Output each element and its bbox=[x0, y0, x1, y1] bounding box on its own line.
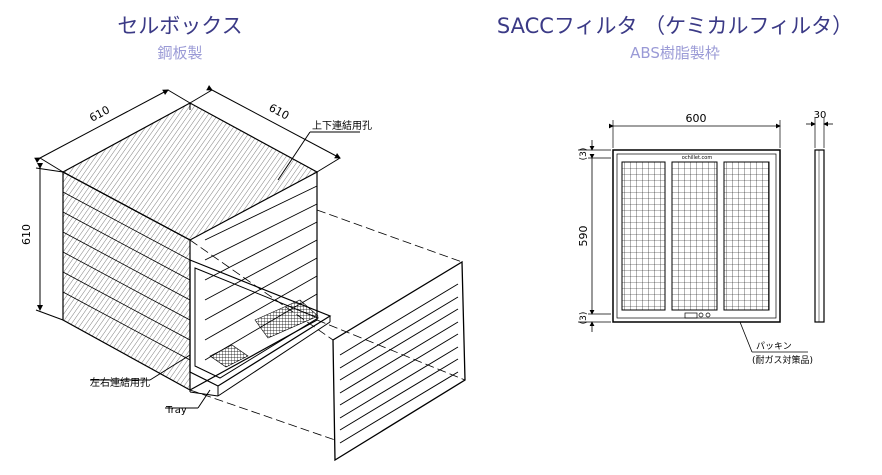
box-height-dim: 610 bbox=[20, 224, 33, 245]
side-hole-label: 左右連結用孔 bbox=[90, 376, 150, 389]
gasket-label: パッキン bbox=[756, 341, 792, 352]
filter-thickness-dim: 30 bbox=[814, 110, 827, 121]
cell-box-drawing bbox=[34, 85, 466, 462]
top-hole-label: 上下連結用孔 bbox=[312, 119, 372, 132]
filter-height-dim: 590 bbox=[577, 226, 590, 247]
filter-title: SACCフィルタ （ケミカルフィルタ） bbox=[496, 14, 854, 38]
filter-width-dim: 600 bbox=[686, 112, 707, 125]
filter-margin-top: (3) bbox=[579, 148, 589, 161]
gasket-note: (耐ガス対策品) bbox=[752, 354, 813, 366]
tray-label: Tray bbox=[165, 405, 187, 416]
filter-subtitle: ABS樹脂製枠 bbox=[630, 44, 720, 62]
filter-drawing bbox=[578, 118, 833, 353]
box-depth-dim: 610 bbox=[267, 101, 292, 122]
filter-margin-bottom: (3) bbox=[579, 312, 589, 325]
brand-text: ochillet.com bbox=[682, 155, 713, 161]
cell-box-subtitle: 鋼板製 bbox=[157, 44, 203, 62]
cell-box-title: セルボックス bbox=[117, 14, 243, 38]
